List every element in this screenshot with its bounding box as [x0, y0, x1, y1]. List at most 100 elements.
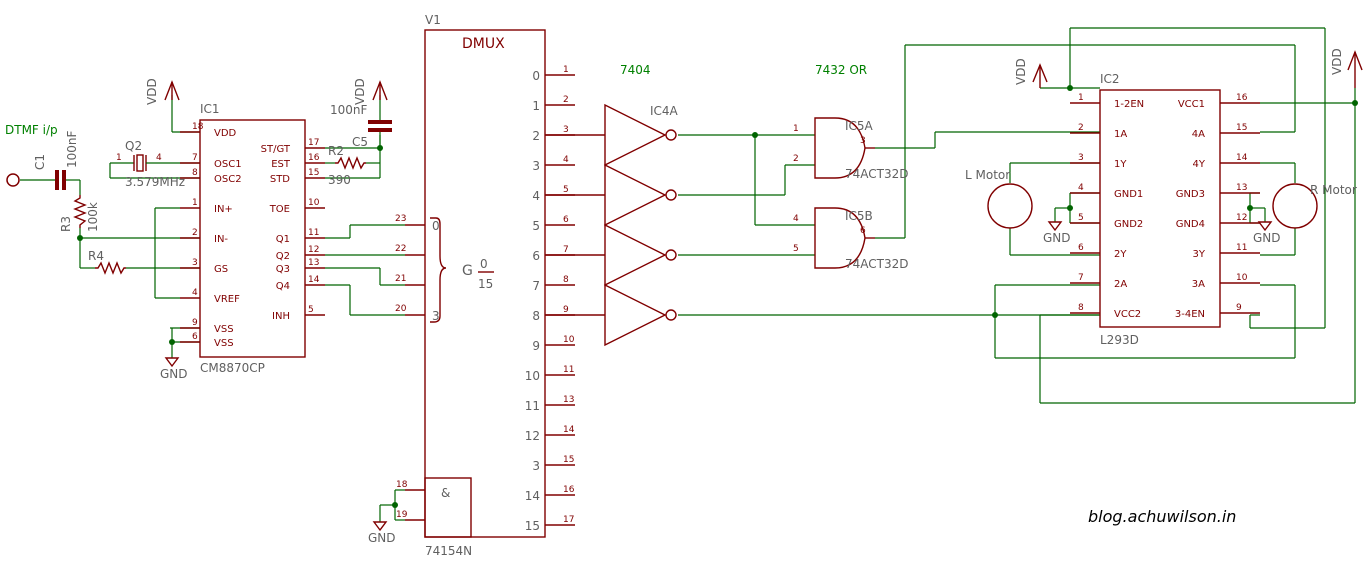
v1-input-label: 0 — [432, 219, 440, 233]
ic2-pin-number: 7 — [1078, 273, 1084, 283]
vdd-right: VDD — [1330, 48, 1363, 88]
ic1-pin-label: ST/GT — [261, 144, 291, 155]
ic1-pin-number: 5 — [308, 305, 314, 315]
ic1-cm8870cp: IC1 CM8870CP 18VDD7OSC18OSC21IN+2IN-3GS4… — [180, 102, 325, 375]
ic2-pin-label: VCC1 — [1178, 99, 1205, 110]
v1-output-label: 2 — [532, 129, 540, 143]
c5-value: 100nF — [330, 103, 368, 117]
ic5b-or-gate: IC5B 74ACT32D 4 5 6 — [793, 207, 909, 271]
ic1-pin-number: 3 — [192, 258, 198, 268]
ic2-pin-label: 1A — [1114, 129, 1127, 140]
ic2-pin-label: 4Y — [1193, 159, 1206, 170]
ic5-family: 7432 OR — [815, 63, 867, 77]
ic1-pin-label: VREF — [214, 294, 240, 305]
ic2-pin-number: 2 — [1078, 123, 1084, 133]
ic5b-pin: 5 — [793, 244, 799, 254]
v1-output-pin: 8 — [563, 275, 569, 285]
ic2-pin-label: GND3 — [1176, 189, 1205, 200]
v1-input-number: 23 — [395, 214, 406, 224]
gnd-dmux: GND — [368, 521, 396, 545]
ic1-pin-label: INH — [272, 311, 290, 322]
ic1-pin-label: VSS — [214, 324, 234, 335]
v1-title: DMUX — [462, 36, 505, 52]
ic1-pin-number: 10 — [308, 198, 320, 208]
ic1-pin-number: 13 — [308, 258, 319, 268]
gnd-right-motor: GND — [1253, 221, 1281, 245]
v1-output-label: 10 — [525, 369, 540, 383]
vdd-label: VDD — [145, 78, 159, 105]
ic2-pin-number: 16 — [1236, 93, 1248, 103]
ic1-pin-number: 2 — [192, 228, 198, 238]
ic2-pin-label: 1Y — [1114, 159, 1127, 170]
ic2-pin-label: 2A — [1114, 279, 1127, 290]
ic5a-pin: 3 — [860, 136, 866, 146]
v1-input-number: 21 — [395, 274, 406, 284]
v1-enable-number: 18 — [396, 480, 408, 490]
ic1-pin-label: Q2 — [276, 251, 290, 262]
v1-g-range-bottom: 15 — [478, 277, 493, 291]
ic1-pin-number: 18 — [192, 122, 204, 132]
ic2-pin-label: VCC2 — [1114, 309, 1141, 320]
v1-output-pin: 10 — [563, 335, 575, 345]
r2-name: R2 — [328, 144, 344, 158]
gnd-left-motor: GND — [1043, 221, 1071, 245]
crystal-q2: Q2 1 4 3.579MHz — [110, 139, 200, 189]
v1-output-label: 4 — [532, 189, 540, 203]
v1-output-pin: 4 — [563, 155, 569, 165]
v1-output-label: 8 — [532, 309, 540, 323]
ic2-pin-label: 3Y — [1193, 249, 1206, 260]
ic5a-part: 74ACT32D — [845, 167, 909, 181]
ic2-pin-number: 9 — [1236, 303, 1242, 313]
v1-input-number: 22 — [395, 244, 406, 254]
q2-pin-a: 1 — [116, 153, 122, 163]
ic5b-name: IC5B — [845, 209, 873, 223]
v1-output-label: 1 — [532, 99, 540, 113]
ic1-pin-number: 15 — [308, 168, 319, 178]
v1-output-pin: 16 — [563, 485, 575, 495]
v1-output-label: 9 — [532, 339, 540, 353]
ic5a-pin: 2 — [793, 154, 799, 164]
ic1-pin-number: 4 — [192, 288, 198, 298]
c1-name: C1 — [33, 154, 47, 170]
ic1-pin-label: VDD — [214, 128, 237, 139]
wires — [20, 27, 1356, 522]
v1-output-label: 11 — [525, 399, 540, 413]
vdd-label: VDD — [1014, 58, 1028, 85]
resistor-r2: R2 390 — [325, 144, 380, 187]
ic4-family: 7404 — [620, 63, 651, 77]
v1-g-range-top: 0 — [480, 257, 488, 271]
ic2-pin-number: 5 — [1078, 213, 1084, 223]
left-motor: L Motor — [965, 168, 1033, 229]
v1-output-pin: 5 — [563, 185, 569, 195]
ic1-pin-label: IN+ — [214, 204, 233, 215]
v1-output-label: 14 — [525, 489, 540, 503]
resistor-r3: R3 100k — [59, 195, 100, 232]
q2-pin-b: 4 — [156, 153, 162, 163]
right-motor: R Motor — [1272, 183, 1357, 229]
ic2-name: IC2 — [1100, 72, 1120, 86]
ic1-right-pins: 17ST/GT16EST15STD10TOE11Q112Q213Q314Q45I… — [261, 138, 325, 322]
ic2-pin-number: 1 — [1078, 93, 1084, 103]
ic2-pin-label: 1-2EN — [1114, 99, 1144, 110]
q2-value: 3.579MHz — [125, 175, 185, 189]
junction-dots — [77, 85, 1358, 508]
ic5a-pin: 1 — [793, 124, 799, 134]
capacitor-c1: C1 100nF — [33, 130, 79, 190]
vdd-c5: VDD — [353, 78, 388, 105]
ic2-pin-number: 11 — [1236, 243, 1247, 253]
ic1-pin-label: GS — [214, 264, 228, 275]
v1-output-pin: 2 — [563, 95, 569, 105]
ic1-pin-number: 17 — [308, 138, 319, 148]
ic1-pin-number: 16 — [308, 153, 320, 163]
dtmf-input-label: DTMF i/p — [5, 123, 58, 137]
ic1-pin-number: 14 — [308, 275, 320, 285]
v1-output-pin: 3 — [563, 125, 569, 135]
v1-output-pin: 9 — [563, 305, 569, 315]
v1-output-label: 6 — [532, 249, 540, 263]
